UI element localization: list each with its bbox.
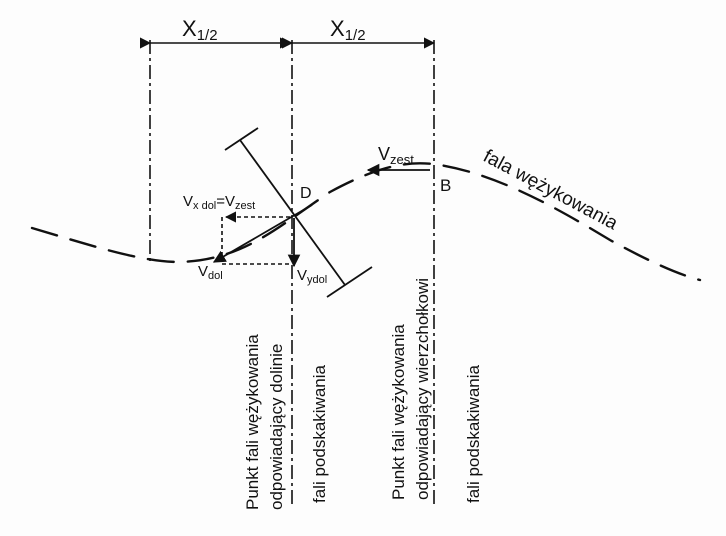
v-zest-label: Vzest xyxy=(378,144,414,167)
valley-point-text-line2: odpowiadający dolinie xyxy=(267,344,286,510)
x-half-left-label: X1/2 xyxy=(182,16,218,44)
v-ydol-label: Vydol xyxy=(297,267,327,286)
crest-point-text-line1: Punkt fali wężykowania xyxy=(389,324,408,500)
crest-bounce-text: fali podskakiwania xyxy=(464,364,483,503)
perpendicular-line xyxy=(239,139,346,286)
valley-point-text-line1: Punkt fali wężykowania xyxy=(243,334,262,510)
valley-bounce-text: fali podskakiwania xyxy=(310,364,329,503)
perpendicular-end-bottom xyxy=(326,266,373,298)
vx-dol-label: Vx dol=Vzest xyxy=(183,193,255,212)
x-half-right-label: X1/2 xyxy=(330,16,366,44)
fala-label: fala wężykowania xyxy=(480,146,622,235)
v-dol-vector xyxy=(212,204,313,263)
point-b-label: B xyxy=(440,176,451,195)
point-d-label: D xyxy=(300,185,312,202)
crest-point-text-line2: odpowiadający wierzchołkowi xyxy=(413,278,432,500)
v-dol-label: Vdol xyxy=(198,263,223,282)
perpendicular-end-top xyxy=(224,127,259,151)
